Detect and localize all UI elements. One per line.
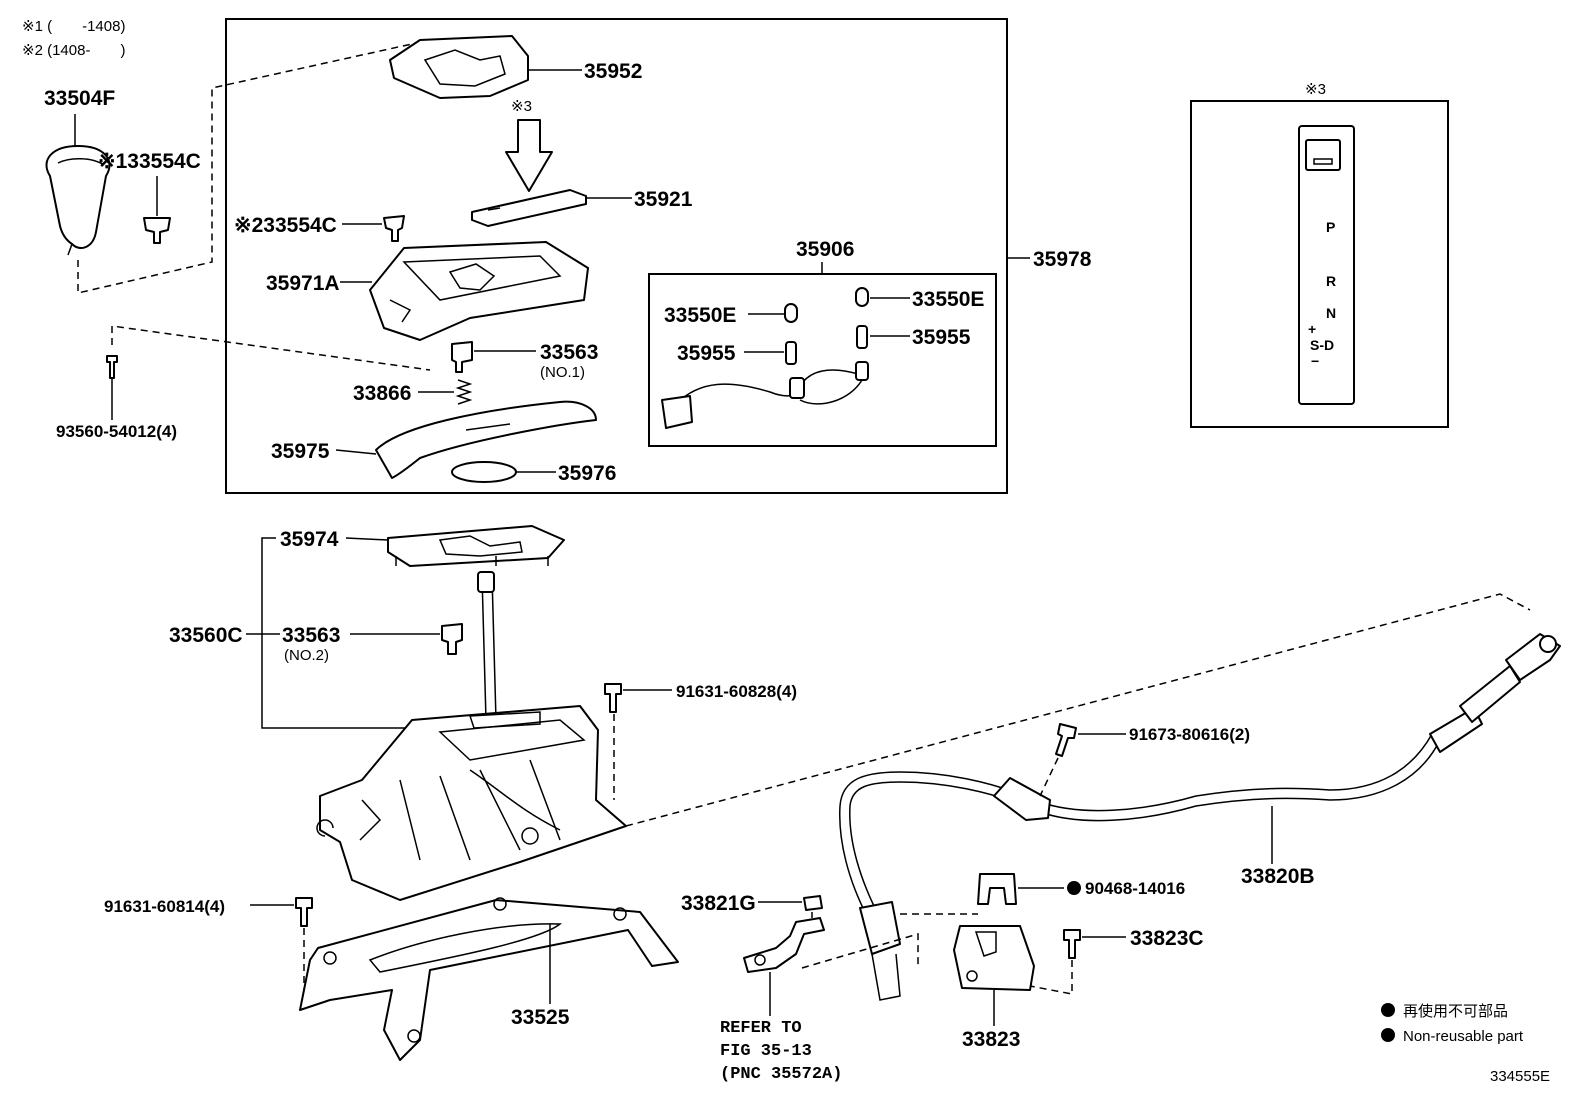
inset-box xyxy=(1190,100,1449,428)
bolt-91673 xyxy=(1055,723,1077,757)
part-35952: 35952 xyxy=(584,60,642,83)
part-33550E-a: 33550E xyxy=(664,304,736,327)
ref-fig-line1: REFER TO xyxy=(720,1019,802,1038)
shift-label-R: R xyxy=(1326,273,1336,289)
shift-gate-panel xyxy=(1298,125,1355,405)
dash-91673 xyxy=(1039,757,1059,797)
indicator-slot xyxy=(1313,158,1333,165)
part-93560-54012: 93560-54012(4) xyxy=(56,422,177,441)
part-33866: 33866 xyxy=(353,382,411,405)
part-33525: 33525 xyxy=(511,1006,570,1029)
part-35906: 35906 xyxy=(796,238,854,261)
bulb-33550E-b xyxy=(855,287,869,307)
bolt-91631-60814 xyxy=(295,897,313,927)
legend-jp: 再使用不可部品 xyxy=(1403,1003,1508,1020)
shift-label-N: N xyxy=(1326,305,1336,321)
rod-tip xyxy=(477,571,495,593)
part-33563-1: 33563 xyxy=(540,341,598,364)
part-91673-80616: 91673-80616(2) xyxy=(1129,725,1250,744)
stopper-33563-1 xyxy=(451,341,473,373)
part-33560C: 33560C xyxy=(169,624,243,647)
part-90468-14016: 90468-14016 xyxy=(1085,879,1185,898)
part-33563-2: 33563 xyxy=(282,624,340,647)
clip-90468 xyxy=(977,873,1017,905)
part-35975: 35975 xyxy=(271,440,330,463)
arrow-ref-3: ※3 xyxy=(511,98,532,115)
retainer-33823 xyxy=(953,925,1035,991)
clip-33554C-2 xyxy=(383,215,405,242)
stopper-33563-2 xyxy=(441,623,463,655)
note-2: ※2 (1408- ) xyxy=(22,42,125,59)
inset-title: ※3 xyxy=(1305,81,1326,98)
shift-label-plus: + xyxy=(1308,321,1316,337)
part-33563-1-sub: (NO.1) xyxy=(540,364,585,381)
spring-33866 xyxy=(455,379,473,405)
part-33563-2-sub: (NO.2) xyxy=(284,647,329,664)
non-reusable-mark-90468 xyxy=(1067,881,1081,895)
bracket-cable xyxy=(743,917,825,973)
plate-35952 xyxy=(389,35,529,99)
part-35955-a: 35955 xyxy=(677,342,736,365)
part-33823: 33823 xyxy=(962,1028,1020,1051)
figure-id: 334555E xyxy=(1490,1068,1550,1085)
cover-35975 xyxy=(375,400,597,479)
plate-35974 xyxy=(387,525,565,567)
dash-93560 xyxy=(111,325,431,371)
clip-33554C-1 xyxy=(143,217,171,244)
leader-35975 xyxy=(335,449,377,455)
shift-label-P: P xyxy=(1326,219,1335,235)
housing-35971A xyxy=(369,241,589,341)
part-35955-b: 35955 xyxy=(912,326,971,349)
part-35974: 35974 xyxy=(280,528,339,551)
dash-cable-end xyxy=(625,593,1531,827)
wire-harness xyxy=(661,361,869,429)
legend-mark-jp xyxy=(1381,1003,1395,1017)
nut-33821G xyxy=(803,895,823,911)
legend-mark-en xyxy=(1381,1028,1395,1042)
part-33504F: 33504F xyxy=(44,87,115,110)
part-91631-60828: 91631-60828(4) xyxy=(676,682,797,701)
part-33554C-1: ※133554C xyxy=(98,150,201,173)
socket-35955-b xyxy=(856,325,868,349)
note-1: ※1 ( -1408) xyxy=(22,18,125,35)
dash-33823C xyxy=(1029,960,1073,995)
part-33823C: 33823C xyxy=(1130,927,1204,950)
shift-label-SD: S-D xyxy=(1310,337,1334,353)
disc-35976 xyxy=(451,461,517,483)
dash-bracket-cable xyxy=(801,932,919,969)
legend-en: Non-reusable part xyxy=(1403,1028,1524,1045)
cable-33820B xyxy=(839,633,1561,1001)
part-33821G: 33821G xyxy=(681,892,756,915)
arrow-down xyxy=(505,119,553,192)
part-35978: 35978 xyxy=(1033,248,1092,271)
cover-35921 xyxy=(471,189,587,227)
shift-knob-33504F xyxy=(45,145,111,256)
shift-label-minus: − xyxy=(1311,353,1319,369)
socket-35955-a xyxy=(785,341,797,365)
bolt-93560 xyxy=(106,355,118,379)
dash-knob xyxy=(77,39,431,294)
part-35971A: 35971A xyxy=(266,272,340,295)
base-bracket-33525 xyxy=(299,897,679,1061)
bolt-91631-60828 xyxy=(604,683,622,713)
shift-rod xyxy=(481,575,497,721)
indicator-window xyxy=(1305,139,1341,171)
bracket-33560C xyxy=(261,537,412,729)
bolt-33823C xyxy=(1063,929,1081,959)
part-33554C-2: ※233554C xyxy=(234,214,337,237)
part-35976: 35976 xyxy=(558,462,616,485)
part-91631-60814: 91631-60814(4) xyxy=(104,897,225,916)
ref-fig-line2: FIG 35-13 xyxy=(720,1042,812,1061)
part-35921: 35921 xyxy=(634,188,693,211)
leader-35974 xyxy=(345,537,389,541)
ref-fig-line3: (PNC 35572A) xyxy=(720,1065,842,1084)
assembly-box-35978 xyxy=(225,18,1008,494)
bulb-33550E-a xyxy=(784,303,798,323)
shift-housing xyxy=(316,705,627,901)
part-33550E-b: 33550E xyxy=(912,288,984,311)
part-33820B: 33820B xyxy=(1241,865,1315,888)
